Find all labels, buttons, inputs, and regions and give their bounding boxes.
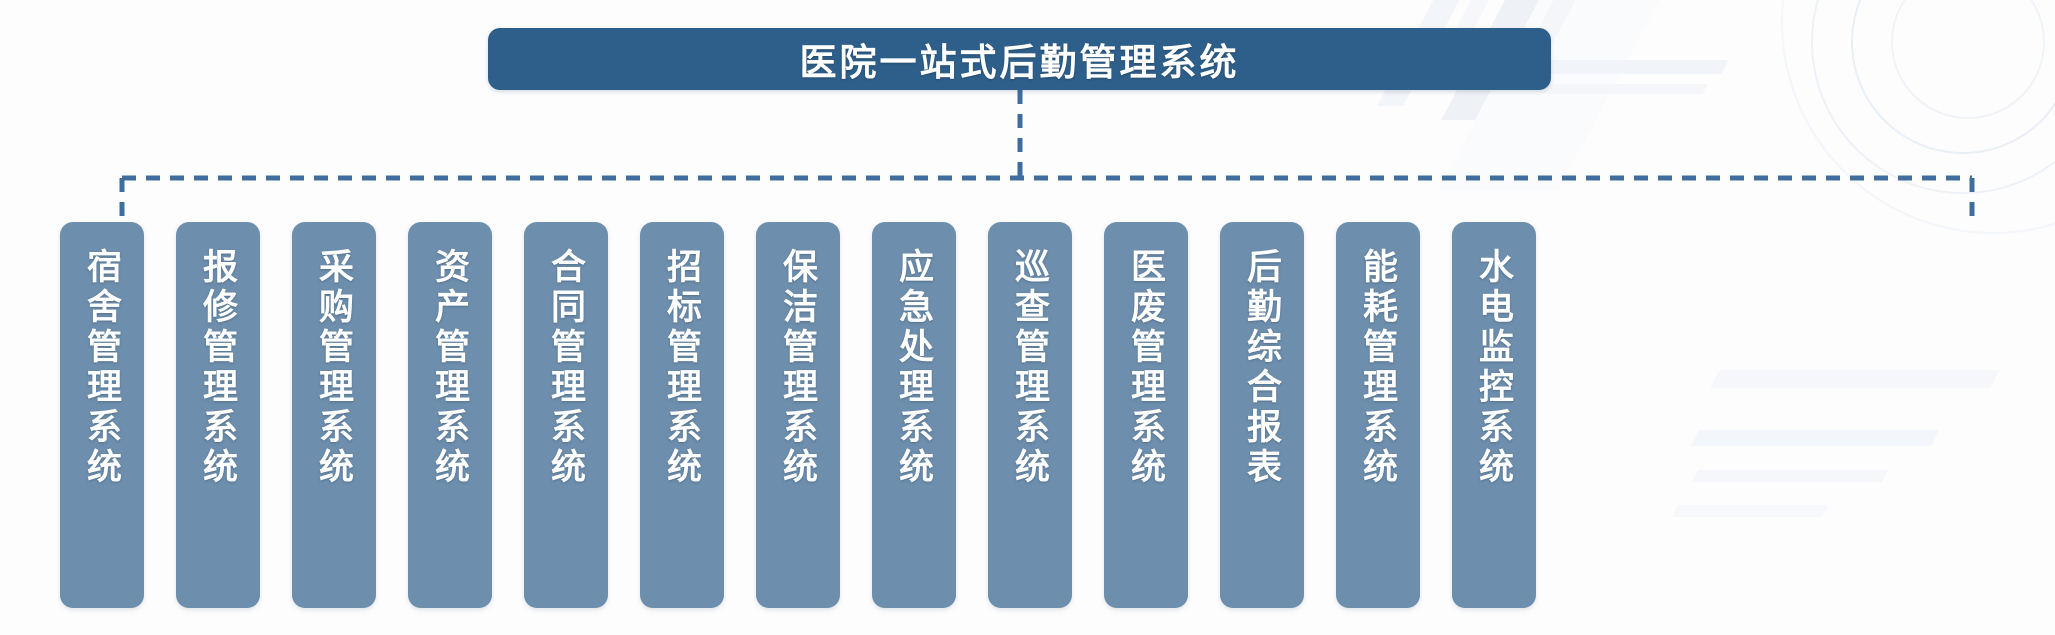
leaf-node-label: 应急处理系统 [894, 248, 933, 488]
leaf-node-8[interactable]: 应急处理系统 [872, 222, 956, 608]
leaf-node-12[interactable]: 能耗管理系统 [1336, 222, 1420, 608]
leaf-node-label: 巡查管理系统 [1010, 248, 1049, 488]
leaf-node-11[interactable]: 后勤综合报表 [1220, 222, 1304, 608]
leaf-node-6[interactable]: 招标管理系统 [640, 222, 724, 608]
leaf-node-label: 后勤综合报表 [1242, 248, 1281, 488]
root-node[interactable]: 医院一站式后勤管理系统 [488, 28, 1551, 90]
leaf-node-13[interactable]: 水电监控系统 [1452, 222, 1536, 608]
leaf-node-4[interactable]: 资产管理系统 [408, 222, 492, 608]
leaf-node-5[interactable]: 合同管理系统 [524, 222, 608, 608]
leaf-node-label: 能耗管理系统 [1358, 248, 1397, 488]
leaf-node-1[interactable]: 宿舍管理系统 [60, 222, 144, 608]
leaf-node-label: 合同管理系统 [546, 248, 585, 488]
leaf-node-3[interactable]: 采购管理系统 [292, 222, 376, 608]
leaf-node-label: 宿舍管理系统 [82, 248, 121, 488]
leaf-node-label: 医废管理系统 [1126, 248, 1165, 488]
leaf-node-label: 资产管理系统 [430, 248, 469, 488]
leaf-node-label: 招标管理系统 [662, 248, 701, 488]
leaf-node-9[interactable]: 巡查管理系统 [988, 222, 1072, 608]
leaf-node-label: 采购管理系统 [314, 248, 353, 488]
leaf-node-label: 报修管理系统 [198, 248, 237, 488]
leaf-node-10[interactable]: 医废管理系统 [1104, 222, 1188, 608]
leaf-node-7[interactable]: 保洁管理系统 [756, 222, 840, 608]
leaf-node-label: 水电监控系统 [1474, 248, 1513, 488]
leaf-node-label: 保洁管理系统 [778, 248, 817, 488]
root-node-title: 医院一站式后勤管理系统 [799, 42, 1240, 83]
leaf-node-2[interactable]: 报修管理系统 [176, 222, 260, 608]
